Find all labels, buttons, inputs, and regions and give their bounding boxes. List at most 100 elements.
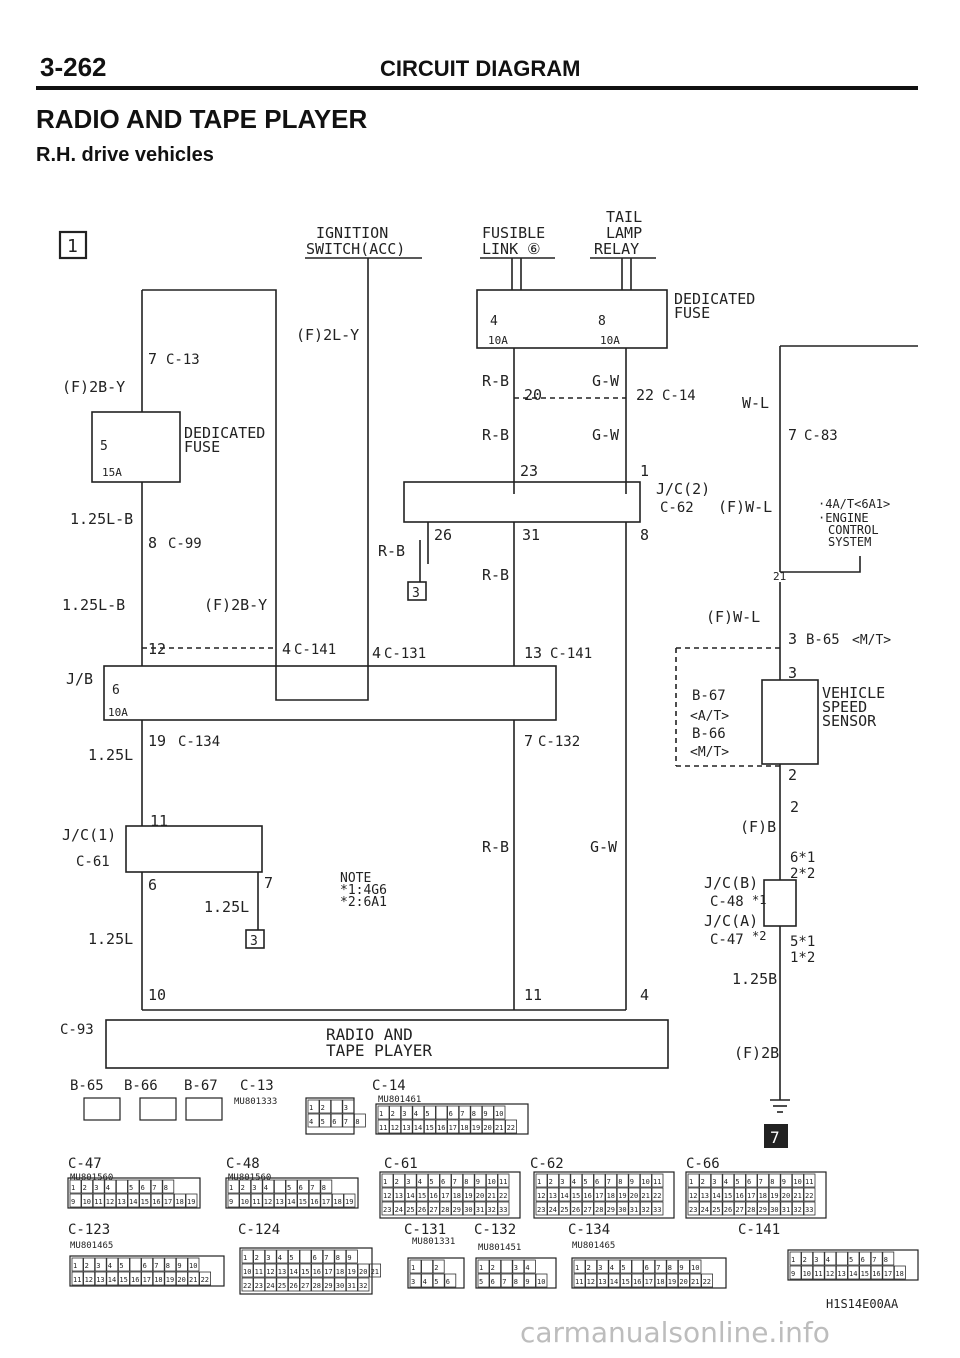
cv-c48-part: MU801560 bbox=[228, 1173, 271, 1183]
pin-number: 4 bbox=[572, 1178, 576, 1186]
fuse-4: 4 bbox=[490, 314, 498, 329]
pin-number: 11 bbox=[653, 1178, 661, 1186]
engine-control-2: ·ENGINE bbox=[818, 511, 869, 525]
pin-number: 7 bbox=[310, 1184, 314, 1192]
cv-c141: C-141 bbox=[738, 1222, 780, 1238]
pin-cell bbox=[297, 1179, 310, 1194]
pin-number: 22 bbox=[507, 1124, 515, 1132]
pin-cell bbox=[444, 1273, 457, 1288]
pin-number: 11 bbox=[252, 1198, 260, 1206]
pin-number: 20 bbox=[782, 1192, 790, 1200]
pin-cell bbox=[458, 1119, 471, 1134]
pin-cell bbox=[116, 1179, 128, 1194]
pin-cell bbox=[334, 1249, 347, 1264]
pin-cell bbox=[596, 1259, 609, 1274]
pin-cell bbox=[654, 1259, 667, 1274]
pin-cell bbox=[824, 1265, 837, 1280]
pin-cell bbox=[311, 1277, 324, 1292]
pin-cell bbox=[285, 1179, 298, 1194]
pin-number: 20 bbox=[177, 1276, 185, 1284]
pin-number: 5 bbox=[321, 1118, 325, 1126]
jb-label: J/B bbox=[66, 670, 93, 688]
cv-c14: C-14 bbox=[372, 1078, 406, 1094]
pin-cell bbox=[582, 1173, 594, 1188]
pin-number: 15 bbox=[572, 1192, 580, 1200]
pin-number: 8 bbox=[472, 1110, 476, 1118]
pin-cell bbox=[859, 1251, 871, 1266]
pin-cell bbox=[311, 1263, 324, 1278]
pin-cell bbox=[500, 1259, 513, 1274]
pin-cell bbox=[404, 1187, 417, 1202]
pin-23: 23 bbox=[520, 462, 538, 480]
pin-cell bbox=[404, 1173, 417, 1188]
pin-number: 9 bbox=[483, 1110, 487, 1118]
pin-number: 26 bbox=[724, 1206, 732, 1214]
pin-number: 2 bbox=[321, 1104, 325, 1112]
pin-cell bbox=[150, 1179, 163, 1194]
pin-cell bbox=[432, 1273, 445, 1288]
pin-number: 3 bbox=[411, 1278, 415, 1286]
vss-label-3: SENSOR bbox=[822, 712, 877, 730]
pin-number: 23 bbox=[383, 1206, 391, 1214]
pin-number: 10 bbox=[803, 1270, 811, 1278]
pin-number: 18 bbox=[336, 1268, 344, 1276]
pin-cell bbox=[104, 1193, 117, 1208]
tail-lamp-label-1: TAIL bbox=[606, 208, 642, 226]
pin-number: 5 bbox=[289, 1254, 293, 1262]
pin-number: 2 bbox=[434, 1264, 438, 1272]
pin-number: 2 bbox=[85, 1262, 89, 1270]
jcb-label: J/C(B) bbox=[704, 874, 758, 892]
pin-cell bbox=[451, 1173, 464, 1188]
vss-label-2: SPEED bbox=[822, 698, 867, 716]
pin-cell bbox=[106, 1257, 119, 1272]
at-label: <A/T> bbox=[690, 709, 729, 724]
pin-cell bbox=[227, 1193, 240, 1208]
pin-number: 3 bbox=[344, 1104, 348, 1112]
pin-5s1: 5*1 bbox=[790, 934, 815, 950]
pin-cell bbox=[416, 1187, 429, 1202]
engine-control-1: ·4A/T<6A1> bbox=[818, 497, 890, 511]
pin-number: 6 bbox=[645, 1264, 649, 1272]
pin-number: 3 bbox=[406, 1178, 410, 1186]
pin-cell bbox=[628, 1187, 641, 1202]
pin-number: 15 bbox=[299, 1198, 307, 1206]
pin-19: 19 bbox=[148, 732, 166, 750]
pin-cell bbox=[500, 1273, 513, 1288]
pin-number: 13 bbox=[278, 1268, 286, 1276]
pin-number: 17 bbox=[747, 1192, 755, 1200]
pin-number: 17 bbox=[164, 1198, 172, 1206]
pin-cell bbox=[253, 1277, 266, 1292]
pin-number: 5 bbox=[287, 1184, 291, 1192]
pin-cell bbox=[792, 1173, 804, 1188]
ignition-label-2: SWITCH(ACC) bbox=[306, 240, 405, 258]
pin-cell bbox=[322, 1263, 335, 1278]
pin-number: 6 bbox=[491, 1278, 495, 1286]
pin-number: 14 bbox=[560, 1192, 568, 1200]
pin-number: 16 bbox=[583, 1192, 591, 1200]
pin-number: 22 bbox=[201, 1276, 209, 1284]
pin-number: 4 bbox=[264, 1184, 268, 1192]
pin-cell bbox=[535, 1187, 548, 1202]
pin-cell bbox=[439, 1173, 452, 1188]
wire-125lb-1: 1.25L-B bbox=[70, 510, 133, 528]
pin-number: 28 bbox=[747, 1206, 755, 1214]
pin-number: 2 bbox=[701, 1178, 705, 1186]
circle-21: 21 bbox=[773, 570, 786, 583]
pin-cell bbox=[227, 1179, 240, 1194]
pin-number: 3 bbox=[814, 1256, 818, 1264]
cv-b65: B-65 bbox=[70, 1078, 104, 1094]
pin-cell bbox=[485, 1201, 498, 1216]
pin-cell bbox=[640, 1173, 652, 1188]
pin-number: 11 bbox=[379, 1124, 387, 1132]
pin-cell bbox=[616, 1187, 629, 1202]
pin-number: 19 bbox=[347, 1268, 355, 1276]
pin-cell bbox=[524, 1259, 536, 1274]
pin-number: 5 bbox=[583, 1178, 587, 1186]
pin-number: 4 bbox=[106, 1184, 110, 1192]
pin-cell bbox=[722, 1201, 735, 1216]
pin-10: 10 bbox=[148, 986, 166, 1004]
pin-7-c132: 7 bbox=[524, 732, 533, 750]
pin-number: 9 bbox=[229, 1198, 233, 1206]
